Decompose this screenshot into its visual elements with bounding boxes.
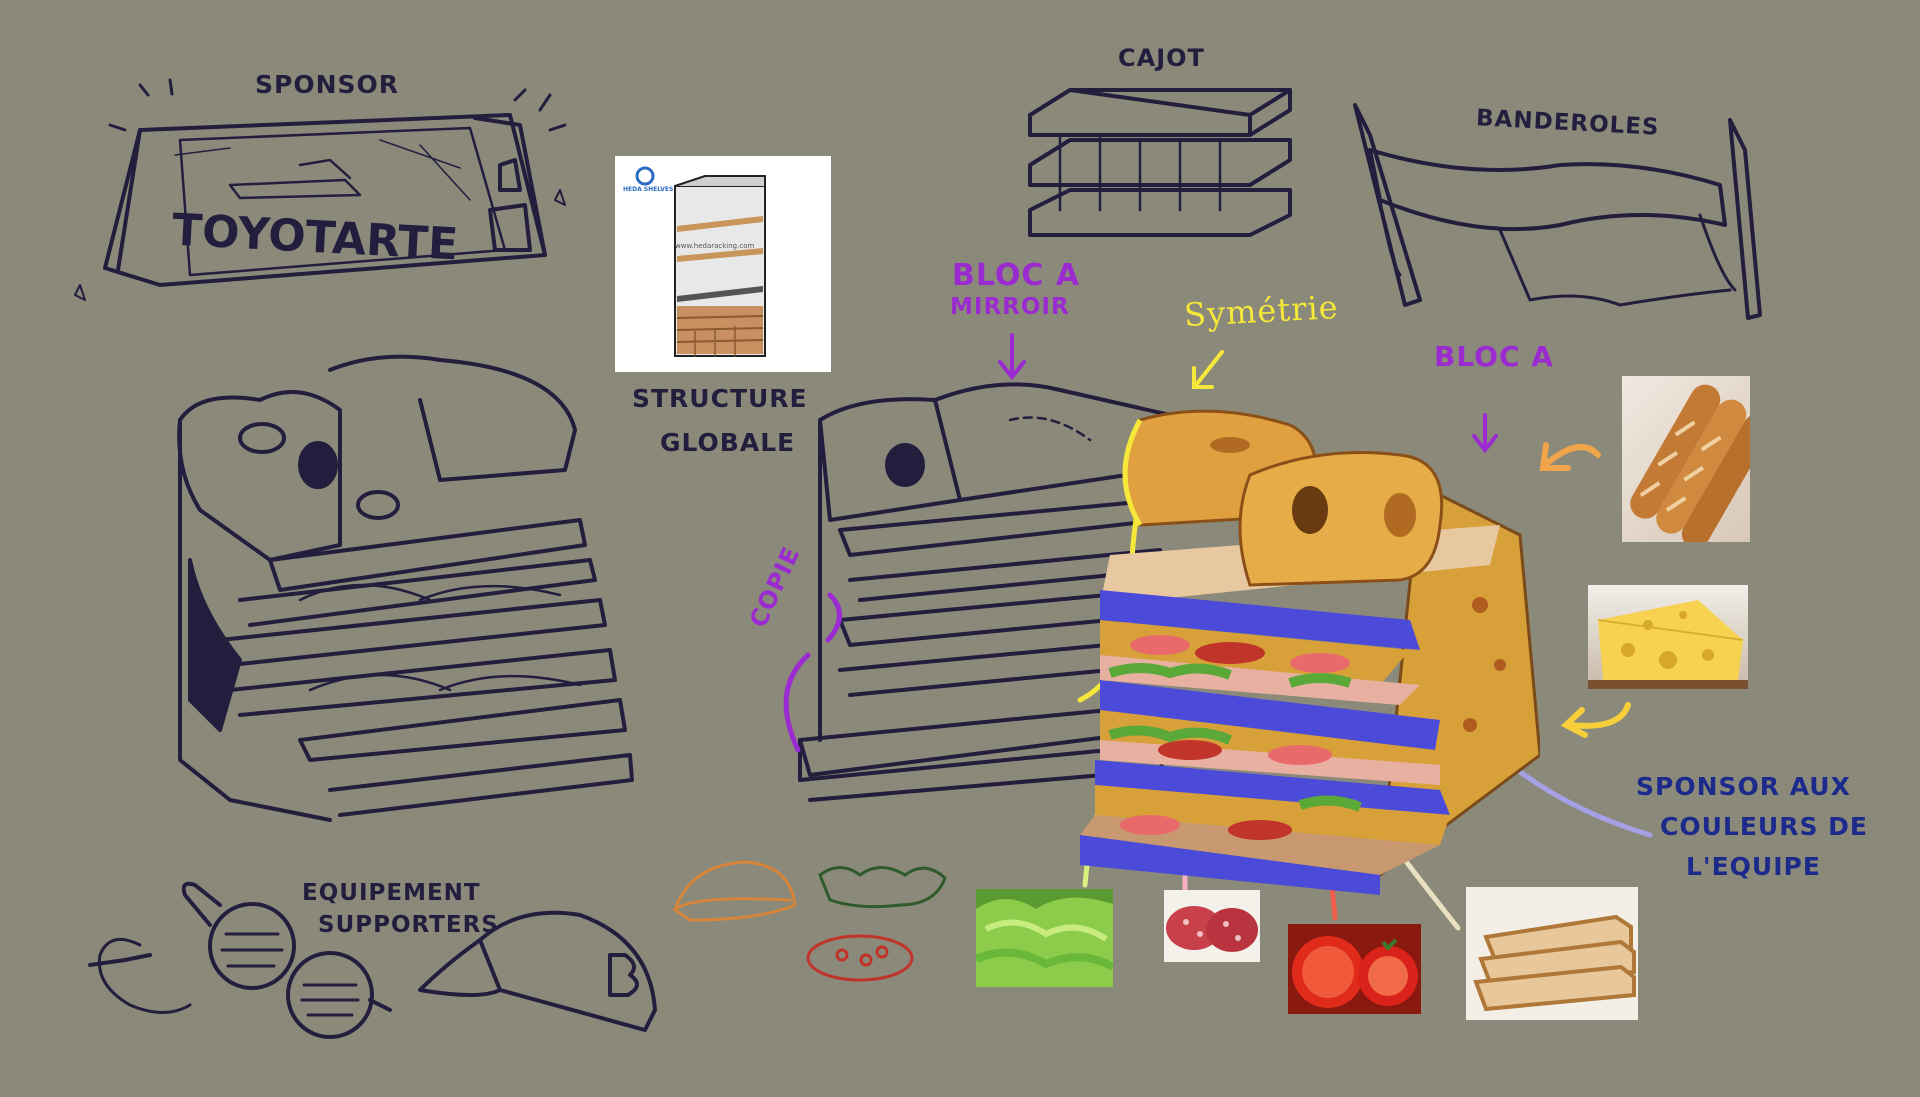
ingredient-doodles <box>673 860 947 982</box>
display-baguettes <box>1122 409 1444 587</box>
label-bloc-a-mirroir-1: BLOC A <box>952 258 1081 293</box>
sandwich-display-painting <box>1080 409 1540 895</box>
label-equipement: EQUIPEMENT <box>302 880 481 906</box>
sunglasses-sketch <box>88 881 392 1039</box>
label-supporters: SUPPORTERS <box>318 912 499 938</box>
cap-sketch <box>418 910 657 1032</box>
reference-photo-salami <box>1164 890 1260 962</box>
heda-brand-text: HEDA SHELVES <box>623 186 674 193</box>
sponsor-sign-sketch <box>74 78 567 301</box>
reference-photo-heda-shelves: HEDA SHELVES www.hedaracking.com <box>615 156 831 372</box>
label-bloc-a: BLOC A <box>1434 340 1554 373</box>
cajot-sketch <box>1028 88 1292 237</box>
label-cajot: CAJOT <box>1118 44 1205 72</box>
label-structure: STRUCTURE <box>632 384 808 413</box>
label-globale: GLOBALE <box>660 428 796 457</box>
display-fillings <box>1108 635 1362 840</box>
banderoles-sketch <box>1353 103 1762 320</box>
reference-photo-baguettes <box>1622 376 1750 542</box>
left-display-sketch <box>177 354 634 822</box>
reference-photo-tomato <box>1288 924 1421 1014</box>
label-bloc-a-mirroir-2: MIRROIR <box>950 294 1070 320</box>
label-sponsor-couleurs-1: SPONSOR AUX <box>1636 772 1851 801</box>
heda-url-text: www.hedaracking.com <box>675 242 755 250</box>
reference-photo-bread-slices <box>1466 887 1638 1020</box>
reference-photo-lettuce <box>976 889 1113 987</box>
label-sponsor-couleurs-3: L'EQUIPE <box>1686 852 1821 881</box>
heda-shelves-illustration <box>635 166 766 357</box>
label-sponsor-couleurs-2: COULEURS DE <box>1660 812 1868 841</box>
left-display-shelves <box>218 518 634 817</box>
reference-photo-cheese <box>1588 585 1748 689</box>
label-sponsor: SPONSOR <box>255 70 400 99</box>
